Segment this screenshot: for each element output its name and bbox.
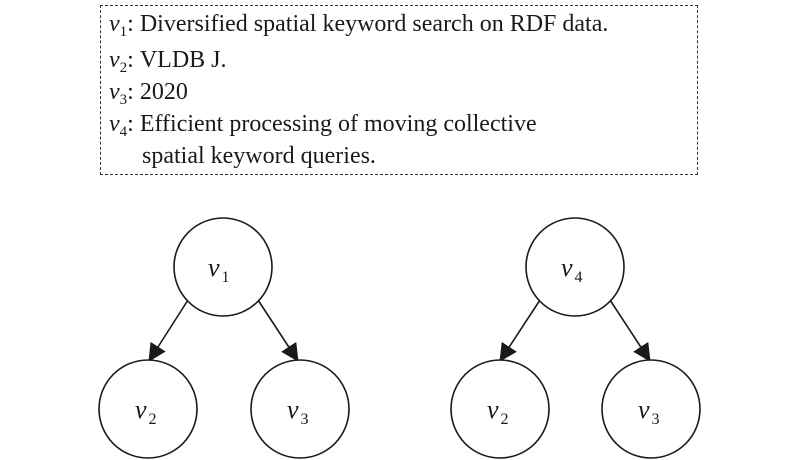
edge-v1-v3 xyxy=(257,299,299,362)
edge-v4-v2 xyxy=(499,299,541,362)
legend-var-sub: 1 xyxy=(119,24,128,40)
node-var: v xyxy=(208,253,220,282)
node-var: v xyxy=(487,395,499,424)
svg-text:v2: v2 xyxy=(135,395,157,428)
svg-text:v4: v4 xyxy=(561,253,583,286)
legend-entry-v4-continuation: spatial keyword queries. xyxy=(142,143,376,169)
legend-entry-v2: v2:VLDB J. xyxy=(109,47,227,76)
legend-entry-v4: v4:Efficient processing of moving collec… xyxy=(109,111,537,140)
node-var: v xyxy=(561,253,573,282)
legend-var: v xyxy=(109,79,120,105)
svg-text:v1: v1 xyxy=(208,253,230,286)
legend-var: v xyxy=(109,111,120,137)
svg-text:v2: v2 xyxy=(487,395,509,428)
node-sub: 1 xyxy=(222,269,230,286)
legend-var: v xyxy=(109,11,120,37)
node-var: v xyxy=(135,395,147,424)
legend-text: Diversified spatial keyword search on RD… xyxy=(139,11,609,37)
legend-text: 2020 xyxy=(139,79,188,105)
legend-var-sub: 2 xyxy=(119,60,128,76)
node-sub: 3 xyxy=(652,411,660,428)
node-var: v xyxy=(287,395,299,424)
legend-text: VLDB J. xyxy=(139,47,227,73)
edge-v1-v2 xyxy=(148,299,189,362)
legend-entry-v3: v3:2020 xyxy=(109,79,188,108)
node-var: v xyxy=(638,395,650,424)
node-sub: 2 xyxy=(501,411,509,428)
svg-text:v3: v3 xyxy=(287,395,309,428)
legend-entry-v1: v1:Diversified spatial keyword search on… xyxy=(109,11,609,40)
legend-var-sub: 3 xyxy=(119,92,128,108)
legend-var: v xyxy=(109,47,120,73)
node-sub: 3 xyxy=(301,411,309,428)
legend-text: Efficient processing of moving collectiv… xyxy=(139,111,537,137)
svg-text:v3: v3 xyxy=(638,395,660,428)
node-sub: 4 xyxy=(575,269,583,286)
legend-var-sub: 4 xyxy=(119,124,128,140)
node-sub: 2 xyxy=(149,411,157,428)
edge-v4-v3 xyxy=(609,299,651,362)
legend-box: v1:Diversified spatial keyword search on… xyxy=(100,5,698,175)
